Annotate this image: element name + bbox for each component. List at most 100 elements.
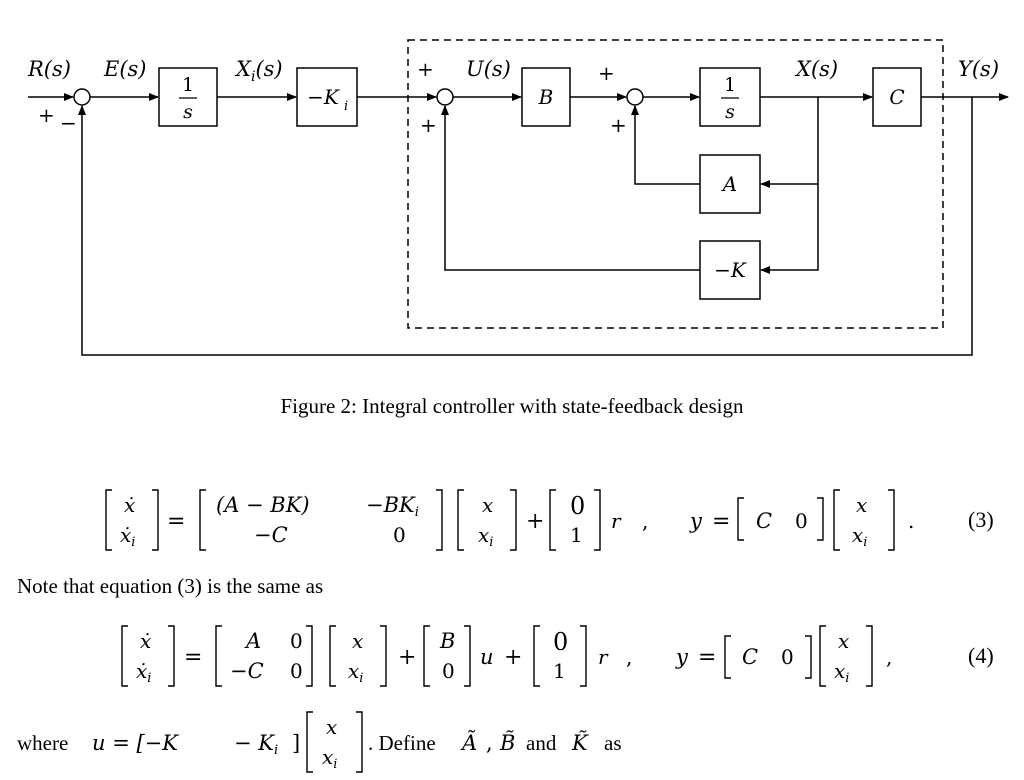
plant-boundary (407, 39, 944, 329)
wire-negk-to-sum2 (441, 105, 700, 271)
where-prefix: where (17, 731, 68, 755)
eq4-b2: 0 (442, 659, 455, 683)
sign-sum1-plus: + (38, 103, 55, 127)
eq3-yv2: xi (852, 523, 867, 550)
signal-e: E(s) (103, 57, 147, 81)
int1-den: s (183, 101, 193, 123)
eq4-comma-2: , (886, 645, 892, 669)
b-label: B (538, 85, 554, 109)
signal-x: X(s) (794, 57, 838, 81)
eq4-v2: xi (348, 659, 363, 686)
eq4-lhs-xdot: ẋ (140, 629, 151, 653)
signal-y: Y(s) (958, 57, 999, 81)
eq4-yv2: xi (834, 659, 849, 686)
eq4-y-equals: = (698, 645, 716, 670)
neg-ki-label: −K (307, 85, 340, 109)
eq3-m22: 0 (393, 523, 406, 547)
figure-caption: Figure 2: Integral controller with state… (280, 394, 744, 418)
sign-sum2-plus-top: + (417, 57, 434, 81)
eq4-number: (4) (968, 643, 994, 668)
eq3-v1: x (482, 493, 493, 517)
neg-k-block (699, 240, 761, 300)
c-label: C (889, 85, 904, 109)
sign-sum2-plus-bottom: + (420, 113, 437, 137)
where-comma: , (486, 731, 493, 755)
eq4-e1: 0 (553, 628, 568, 656)
eq3-m12: −BKi (366, 493, 419, 520)
signal-xi: Xi(s) (234, 57, 283, 85)
sign-sum1-minus: − (60, 111, 77, 135)
b-block (521, 67, 571, 127)
where-and: and (526, 731, 557, 755)
wire-x-to-negk (760, 184, 819, 274)
eq4-m11: A (244, 629, 261, 653)
where-u-def: u = [−K (92, 731, 179, 755)
eq4-r: r (598, 645, 609, 669)
eq3-period: . (908, 509, 914, 533)
eq3-m11: (A − BK) (216, 493, 310, 517)
wire-y-feedback (78, 97, 973, 356)
eq3-c1: C (756, 509, 772, 533)
eq4-c1: C (742, 645, 758, 669)
eq3-plus: + (526, 509, 544, 534)
eq4-v1: x (352, 629, 363, 653)
sign-sum3-plus-bottom: + (610, 113, 627, 137)
where-atilde: Ã (460, 731, 477, 755)
eq4-b1: B (439, 629, 455, 653)
integrator-block-2 (699, 67, 761, 127)
int2-den: s (725, 101, 735, 123)
eq3-b2: 1 (570, 523, 583, 547)
int2-num: 1 (724, 74, 736, 96)
neg-ki-block (296, 67, 358, 127)
eq3-yv1: x (856, 493, 867, 517)
where-v1: x (326, 715, 337, 739)
eq3-comma: , (642, 509, 648, 533)
int1-num: 1 (182, 74, 194, 96)
eq4-equals: = (184, 645, 202, 670)
block-diagram: 1 s −K i B 1 s C A −K R(s) E(s) Xi(s) U(… (27, 39, 1009, 356)
eq4-m21: −C (230, 659, 264, 683)
eq3-lhs-xdot: ẋ (124, 493, 135, 517)
where-v2: xi (322, 745, 337, 772)
c-block (872, 67, 922, 127)
where-close-bracket: ] (292, 731, 300, 755)
eq3-m21: −C (254, 523, 288, 547)
where-ki: − Ki (234, 731, 278, 758)
eq4-m22: 0 (290, 659, 303, 683)
eq3-r: r (611, 509, 622, 533)
sign-sum3-plus-top: + (598, 61, 615, 85)
eq4-plus-1: + (398, 645, 416, 670)
wire-a-to-sum3 (631, 105, 700, 185)
where-btilde: B̃ (499, 731, 515, 755)
a-label: A (721, 172, 737, 196)
where-define: . Define (368, 731, 436, 755)
eq3-equals: = (167, 509, 185, 534)
eq4-comma-1: , (626, 645, 632, 669)
eq3-y: y (689, 509, 703, 533)
signal-u: U(s) (466, 57, 511, 81)
eq3-lhs-xidot: ẋi (120, 523, 135, 550)
note-text: Note that equation (3) is the same as (17, 574, 324, 598)
eq4-yv1: x (838, 629, 849, 653)
eq4-e2: 1 (553, 659, 566, 683)
where-ktilde: K̃ (571, 731, 589, 755)
eq3-b1: 0 (570, 492, 585, 520)
eq3-v2: xi (478, 523, 493, 550)
eq3-c2: 0 (795, 509, 808, 533)
eq4-u: u (480, 645, 494, 669)
eq3-y-equals: = (712, 509, 730, 534)
where-as: as (604, 731, 622, 755)
neg-ki-sub: i (344, 99, 348, 114)
eq3-number: (3) (968, 507, 994, 532)
eq4-y: y (675, 645, 689, 669)
signal-r: R(s) (27, 57, 71, 81)
eq4-m12: 0 (290, 629, 303, 653)
eq4-plus-2: + (504, 645, 522, 670)
neg-k-label: −K (714, 258, 747, 282)
eq4-c2: 0 (781, 645, 794, 669)
eq4-lhs-xidot: ẋi (136, 659, 151, 686)
